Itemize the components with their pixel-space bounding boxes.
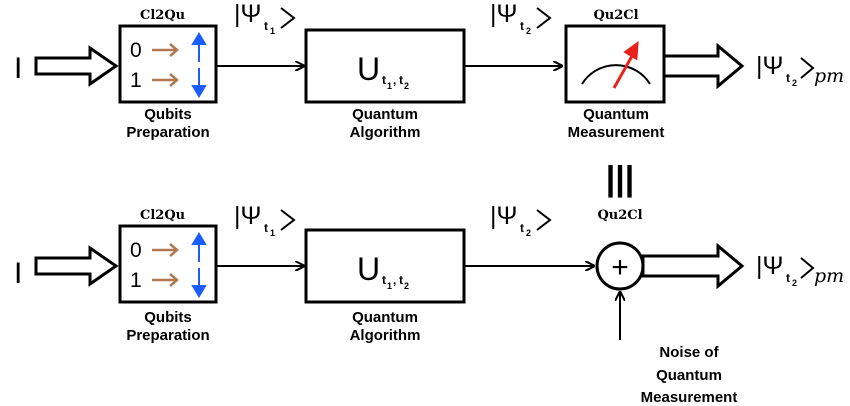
svg-text:U: U [357, 51, 380, 87]
bottom-prep-label-2: Preparation [126, 327, 209, 344]
bottom-prep-header: Cl2Qu [140, 208, 185, 223]
bottom-algo-label-2: Algorithm [350, 327, 421, 344]
svg-text:|Ψ: |Ψ [756, 252, 783, 280]
bottom-psi-t1: |Ψ t 1 [234, 202, 296, 238]
svg-text:U: U [357, 251, 380, 287]
svg-text:|Ψ: |Ψ [756, 52, 783, 80]
top-meter-dial [581, 64, 651, 85]
top-input-hollow-arrow [34, 45, 119, 87]
bottom-algo-label-1: Quantum [352, 309, 418, 326]
svg-text:1: 1 [387, 81, 392, 91]
top-row: I Cl2Qu 0 1 Qubits Preparation [14, 0, 844, 141]
top-bit-arrow-1 [152, 73, 179, 87]
top-input-symbol: I [14, 52, 22, 85]
top-meas-label-1: Quantum [583, 106, 649, 123]
svg-text:2: 2 [792, 78, 797, 88]
bottom-noise-label-2: Quantum [656, 367, 722, 384]
svg-text:t: t [786, 271, 790, 285]
bottom-prep-label-1: Qubits [144, 309, 192, 326]
svg-text:t: t [382, 73, 386, 87]
bottom-input-hollow-arrow [34, 245, 119, 287]
bottom-psi-t2: |Ψ t 2 [490, 202, 552, 238]
svg-text:pm: pm [814, 65, 844, 87]
top-output-psi: |Ψ t 2 pm [756, 52, 844, 88]
svg-text:t: t [264, 19, 268, 33]
equivalence-symbol: ||| [606, 160, 635, 198]
bottom-algo-operator: U t 1 , t 2 [357, 251, 409, 291]
svg-text:2: 2 [792, 278, 797, 288]
svg-text:t: t [786, 71, 790, 85]
svg-text:t: t [520, 19, 524, 33]
bottom-input-symbol: I [14, 257, 22, 290]
top-prep-header: Cl2Qu [140, 8, 185, 23]
svg-text:2: 2 [404, 81, 409, 91]
svg-text:t: t [264, 221, 268, 235]
top-spin-down-arrow [191, 68, 207, 98]
top-bit-one: 1 [130, 69, 142, 92]
svg-text:,: , [393, 273, 396, 287]
top-psi-t2: |Ψ t 2 [490, 0, 552, 36]
top-meas-box [564, 24, 666, 104]
bottom-output-psi: |Ψ t 2 pm [756, 252, 844, 288]
top-prep-label-2: Preparation [126, 124, 209, 141]
top-prep-label-1: Qubits [144, 106, 192, 123]
svg-text:|Ψ: |Ψ [234, 202, 261, 230]
bottom-noise-label-1: Noise of [659, 344, 719, 361]
svg-text:1: 1 [270, 228, 275, 238]
bottom-bit-arrow-1 [152, 273, 179, 287]
top-algo-operator: U t 1 , t 2 [357, 51, 409, 91]
bottom-noise-label-3: Measurement [641, 389, 738, 406]
bottom-bit-zero: 0 [130, 239, 142, 262]
svg-text:|Ψ: |Ψ [490, 202, 517, 230]
bottom-output-hollow-arrow [641, 242, 745, 290]
bottom-spin-down-arrow [191, 268, 207, 298]
svg-text:t: t [399, 73, 403, 87]
svg-text:1: 1 [387, 281, 392, 291]
bottom-sum-header: Qu2Cl [597, 208, 642, 223]
top-bit-arrow-0 [152, 43, 179, 57]
bottom-row: I Cl2Qu 0 1 Qubits Preparation |Ψ t 1 [14, 202, 844, 406]
top-meter-needle [612, 40, 639, 89]
bottom-bit-arrow-0 [152, 243, 179, 257]
svg-text:t: t [399, 273, 403, 287]
top-output-hollow-arrow [662, 42, 745, 90]
top-meas-header: Qu2Cl [593, 8, 638, 23]
svg-text:2: 2 [526, 26, 531, 36]
svg-text:|Ψ: |Ψ [490, 0, 517, 28]
bottom-bit-one: 1 [130, 269, 142, 292]
top-bit-zero: 0 [130, 39, 142, 62]
top-algo-box [304, 28, 466, 104]
bottom-spin-up-arrow [191, 232, 207, 262]
top-algo-label-1: Quantum [352, 106, 418, 123]
svg-text:,: , [393, 73, 396, 87]
top-meas-label-2: Measurement [568, 124, 665, 141]
svg-text:pm: pm [814, 265, 844, 287]
top-psi-t1: |Ψ t 1 [234, 0, 296, 36]
svg-text:1: 1 [270, 26, 275, 36]
bottom-sum-symbol: + [611, 251, 629, 284]
svg-text:t: t [382, 273, 386, 287]
svg-text:t: t [520, 221, 524, 235]
top-spin-up-arrow [191, 32, 207, 62]
svg-text:|Ψ: |Ψ [234, 0, 261, 28]
svg-text:2: 2 [526, 228, 531, 238]
bottom-algo-box [304, 228, 466, 304]
top-algo-label-2: Algorithm [350, 124, 421, 141]
svg-text:2: 2 [404, 281, 409, 291]
